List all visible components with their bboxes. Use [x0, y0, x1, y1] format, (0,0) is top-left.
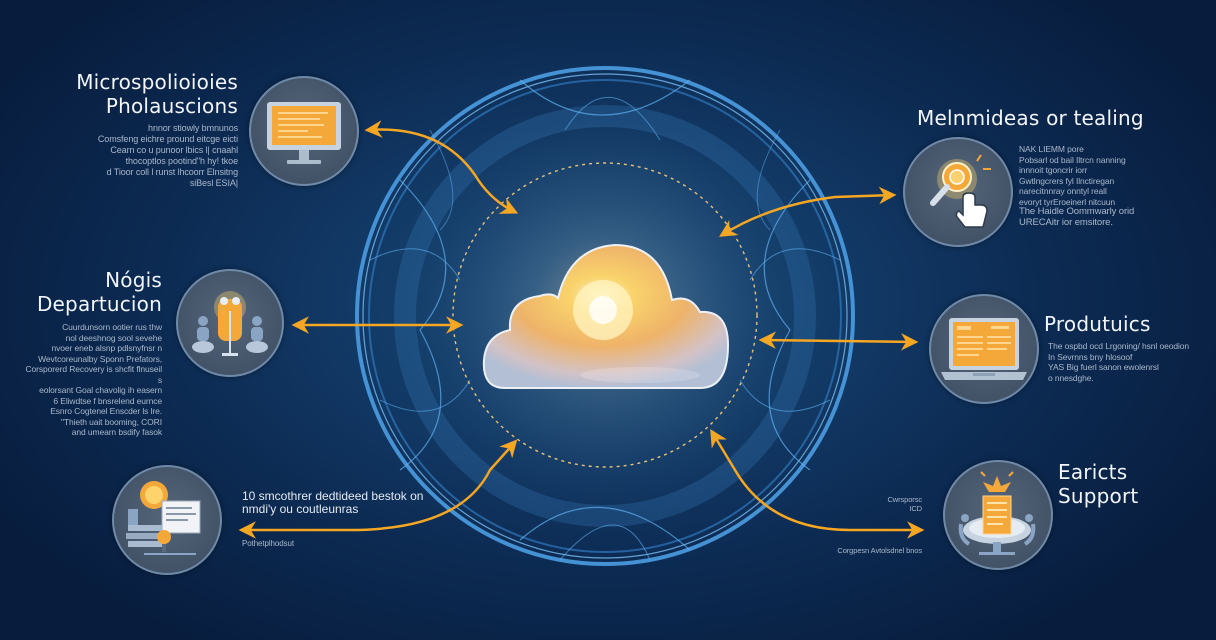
- monitor-icon: [267, 102, 341, 164]
- node-title-bottom-right: Earicts Support: [1058, 460, 1198, 508]
- title-line: Support: [1058, 484, 1139, 508]
- desc-line: "Thieth uait booming, CORI: [60, 416, 162, 427]
- node-description-bottom-left: 10 smcothrer dedtideed bestok on nmdi'y …: [242, 490, 423, 516]
- arrow-label-bottom-right-bottom: Corgpesn Avtolsdnel bnos: [837, 546, 922, 555]
- desc-line: thocoptlos pootind"h hy! tkoe: [125, 156, 238, 166]
- node-top-left[interactable]: [249, 76, 359, 186]
- desc-line: Pobsarl od bail Iltrcn nanning: [1019, 154, 1126, 165]
- title-line: Departucion: [36, 292, 162, 316]
- desc-line: 6 Eliwdtse f bnsrelend eurnce: [53, 395, 162, 406]
- arrow-caption-bottom-left: Pothetplhodsut: [242, 539, 294, 548]
- laptop-icon: [941, 318, 1027, 380]
- desc-line: and umearn bsdify fasok: [71, 427, 162, 437]
- desc-line: In Sevrnns bny hlosoof: [1048, 351, 1133, 362]
- node-title-top-right: Melnmideas or tealing: [917, 106, 1144, 130]
- inner-dashed-ring: [452, 162, 758, 468]
- arrow-bottom-right: [710, 429, 925, 539]
- desc-line: The ospbd ocd Lrgoning/ hsnl oeodion: [1048, 341, 1190, 351]
- desc-line: Comsfeng eichre pround eitcge eicti: [97, 134, 238, 144]
- desc-line: The Haidle Oommwarly orid: [1019, 206, 1135, 217]
- arrow-bottom-left: [238, 439, 518, 539]
- desc-line: siBesl ESIA|: [189, 178, 238, 188]
- desc-line: nol deeshnog sool sevehe: [65, 332, 162, 343]
- desc-line: innnoit tgoncrir iorr: [1019, 165, 1088, 175]
- arrow-top-right: [719, 186, 897, 237]
- desc-line: nmdi'y ou coutleunras: [242, 502, 359, 516]
- support-desk-icon: [958, 471, 1036, 555]
- desc-line: nvoer eneb alsnp pdlsnyfnsr n: [51, 343, 162, 353]
- arrow-mid-right: [758, 331, 919, 351]
- desc-line: Cwrsporsc: [887, 495, 922, 504]
- node-bottom-right[interactable]: [943, 460, 1053, 570]
- desc-line: d Tioor coll l runst lhcoorr Elnsitng: [106, 167, 238, 177]
- desc-line: Esnro Cogtenel Enscder ls lre.: [50, 406, 162, 416]
- desc-line: 10 smcothrer dedtideed bestok on: [242, 489, 424, 503]
- desc-line: Cearn co u punoor lbics l| cnaahl: [110, 145, 238, 155]
- desc-line: URECAitr ior emsitore.: [1019, 216, 1113, 228]
- network-sphere: [355, 66, 855, 566]
- title-line: Nógis: [105, 268, 162, 292]
- node-description-mid-left: Cuurdunsorn ootier rus thw nol deeshnog …: [20, 322, 162, 438]
- arrow-label-bottom-right-top: Cwrsporsc ICD: [850, 495, 922, 513]
- desc-line: eolorsant Goal chavolig ih easern: [39, 385, 162, 395]
- desc-line: ICD: [909, 504, 922, 513]
- desc-line: hnnor stiowly bmnunos: [148, 123, 238, 133]
- node-mid-left[interactable]: [176, 269, 284, 377]
- desc-line: Wevtcoreunalby Sponn Prefators,: [38, 353, 162, 364]
- desc-line: Cuurdunsorn ootier rus thw: [62, 322, 162, 332]
- desc-line: Corsporerd Recovery is shcfit flnuseil s: [25, 364, 162, 385]
- node-top-right[interactable]: [903, 137, 1013, 247]
- desc-line: NAK LIEMM pore: [1019, 144, 1084, 154]
- glowing-cloud-icon[interactable]: [482, 243, 730, 389]
- title-line: Pholauscions: [105, 94, 238, 118]
- node-title-top-left: Microspolioioies Pholauscions: [40, 70, 238, 118]
- node-bottom-left[interactable]: [112, 465, 222, 575]
- node-description-top-right: NAK LIEMM pore Pobsarl od bail Iltrcn na…: [1019, 144, 1139, 228]
- arrow-top-left: [364, 120, 519, 214]
- title-line: Earicts: [1058, 460, 1128, 484]
- node-description-mid-right: The ospbd ocd Lrgoning/ hsnl oeodion In …: [1048, 341, 1208, 383]
- desc-line: o nnesdghe.: [1048, 372, 1094, 383]
- desc-line: Gwtlngcrers fyl Ilnctiregan: [1019, 175, 1115, 186]
- node-title-mid-right: Produtuics: [1044, 312, 1151, 336]
- connection-arrows: [238, 120, 925, 539]
- search-click-icon: [930, 154, 991, 228]
- desc-line: YAS Big fuerl sanon ewolenrsl: [1048, 362, 1159, 372]
- desc-line: evoryt tyrEroeinerl nitcuun: [1019, 196, 1116, 207]
- node-mid-right[interactable]: [929, 294, 1039, 404]
- team-meeting-icon: [192, 291, 268, 356]
- node-description-top-left: hnnor stiowly bmnunos Comsfeng eichre pr…: [90, 123, 238, 189]
- node-title-mid-left: Nógis Departucion: [20, 268, 162, 316]
- documents-idea-icon: [126, 481, 201, 555]
- title-line: Microspolioioies: [76, 70, 238, 94]
- desc-line: narecitnnray onntyl reall: [1019, 186, 1107, 196]
